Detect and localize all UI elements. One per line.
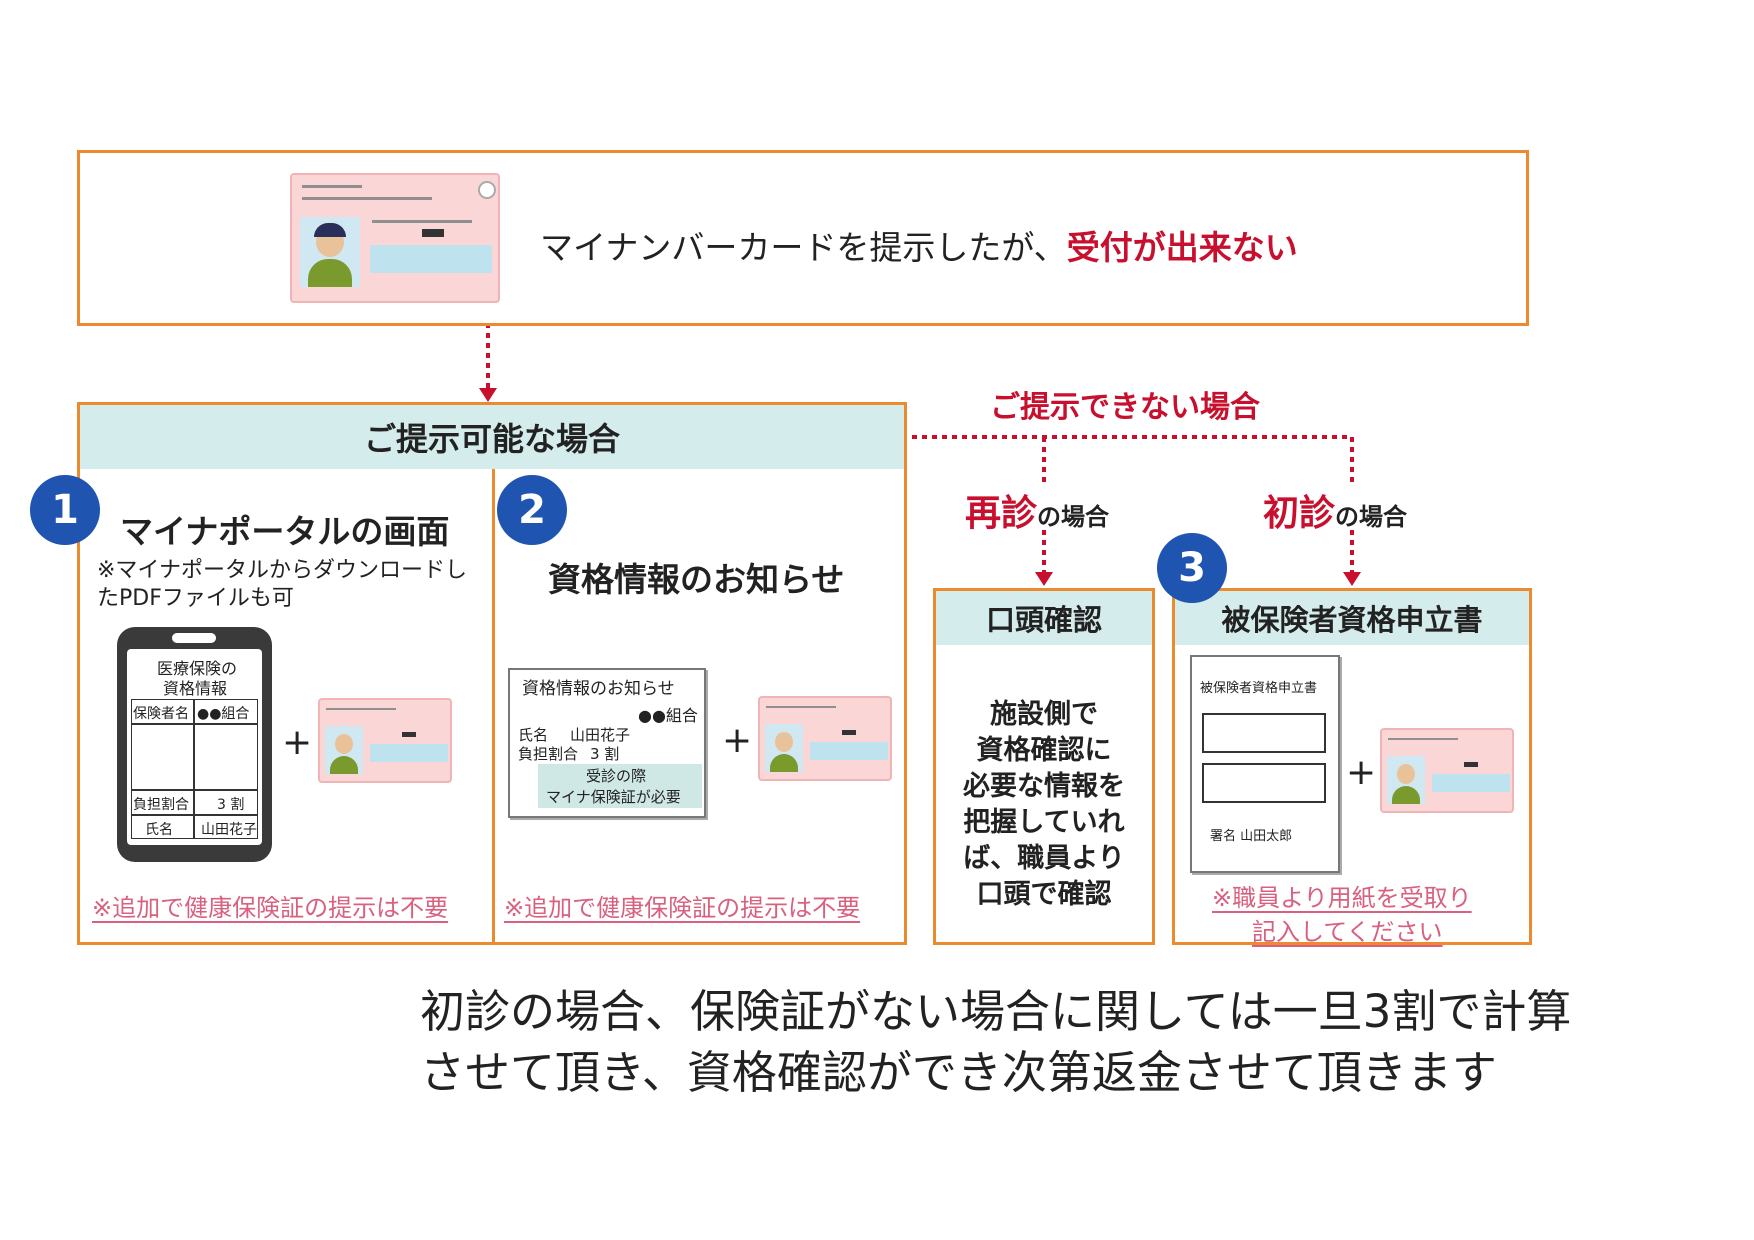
notice-doc-callout-line1: 受診の際 bbox=[586, 767, 647, 785]
first-visit-label-suffix: の場合 bbox=[1335, 503, 1408, 531]
can-present-header-text: ご提示可能な場合 bbox=[363, 420, 620, 458]
notice-doc-name-label: 氏名 bbox=[518, 726, 549, 744]
verbal-confirm-line: 把握していれ bbox=[963, 807, 1125, 838]
footer-line2: させて頂き、資格確認ができ次第返金させて頂きます bbox=[420, 1046, 1497, 1099]
phone-row3-label: 氏名 bbox=[145, 822, 173, 838]
verbal-confirm-line: 必要な情報を bbox=[963, 771, 1125, 802]
option1-subtitle-line2: たPDFファイルも可 bbox=[97, 586, 294, 611]
verbal-confirm-line: 口頭で確認 bbox=[976, 879, 1112, 910]
eligibility-form-header: 被保険者資格申立書 bbox=[1172, 588, 1532, 648]
notice-doc-callout-line2: マイナ保険証が必要 bbox=[546, 788, 681, 806]
footer-line1: 初診の場合、保険証がない場合に関しては一旦3割で計算 bbox=[420, 985, 1572, 1038]
option3-number-badge: 3 bbox=[1157, 533, 1227, 603]
my-number-card-illustration bbox=[290, 173, 500, 303]
option2-plus: + bbox=[722, 720, 753, 761]
option1-subtitle-line1: ※マイナポータルからダウンロードし bbox=[97, 558, 467, 583]
verbal-confirm-line: 資格確認に bbox=[976, 735, 1112, 766]
revisit-label-strong: 再診 bbox=[965, 493, 1038, 534]
revisit-label: 再診の場合 bbox=[965, 484, 1109, 536]
verbal-confirm-line: ば、職員より bbox=[963, 843, 1125, 874]
notice-document-illustration: 資格情報のお知らせ ●●組合 氏名 山田花子 負担割合 3 割 受診の際 マイナ… bbox=[508, 668, 706, 818]
eligibility-form-illustration: 被保険者資格申立書 署名 山田太郎 bbox=[1190, 655, 1340, 873]
top-status-box: マイナンバーカードを提示したが、受付が出来ない bbox=[77, 150, 1529, 326]
phone-row3-value: 山田花子 bbox=[201, 822, 257, 838]
option2-number-badge: 2 bbox=[497, 475, 567, 545]
option3-card-illustration bbox=[1380, 728, 1514, 813]
can-present-header: ご提示可能な場合 bbox=[77, 402, 907, 472]
first-visit-label: 初診の場合 bbox=[1263, 484, 1407, 536]
eligibility-form-header-text: 被保険者資格申立書 bbox=[1221, 603, 1483, 637]
top-status-text: マイナンバーカードを提示したが、受付が出来ない bbox=[540, 221, 1298, 269]
form-signature: 署名 山田太郎 bbox=[1210, 829, 1293, 844]
top-status-prefix: マイナンバーカードを提示したが、 bbox=[540, 228, 1067, 267]
verbal-confirm-body: 施設側で 資格確認に 必要な情報を 把握していれ ば、職員より 口頭で確認 bbox=[936, 697, 1152, 913]
first-visit-label-strong: 初診 bbox=[1263, 493, 1336, 534]
notice-doc-ratio-value: 3 割 bbox=[590, 745, 620, 763]
option1-number-badge: 1 bbox=[30, 475, 100, 545]
option1-note: ※追加で健康保険証の提示は不要 bbox=[92, 894, 449, 922]
phone-title-line2: 資格情報 bbox=[163, 679, 228, 698]
verbal-confirm-line: 施設側で bbox=[990, 699, 1098, 730]
option3-note-line2: 記入してください bbox=[1252, 918, 1443, 946]
verbal-confirm-panel: 施設側で 資格確認に 必要な情報を 把握していれ ば、職員より 口頭で確認 bbox=[933, 645, 1155, 945]
notice-doc-ratio-label: 負担割合 bbox=[518, 745, 579, 763]
notice-doc-callout: 受診の際 マイナ保険証が必要 bbox=[538, 764, 702, 808]
cannot-present-label: ご提示できない場合 bbox=[990, 390, 1260, 425]
option2-note: ※追加で健康保険証の提示は不要 bbox=[504, 894, 861, 922]
phone-row2-label: 負担割合 bbox=[133, 797, 189, 813]
top-status-emphasis: 受付が出来ない bbox=[1066, 228, 1298, 267]
notice-doc-title: 資格情報のお知らせ bbox=[522, 679, 675, 699]
phone-row1-label: 保険者名 bbox=[133, 706, 189, 722]
notice-doc-name-value: 山田花子 bbox=[570, 726, 631, 744]
form-title: 被保険者資格申立書 bbox=[1200, 681, 1318, 696]
smartphone-illustration: 医療保険の 資格情報 保険者名 ●●組合 負担割合 3 割 氏名 山田花子 bbox=[117, 627, 272, 862]
verbal-confirm-header-text: 口頭確認 bbox=[985, 603, 1102, 637]
phone-title-line1: 医療保険の bbox=[157, 659, 238, 678]
option3-plus: + bbox=[1346, 752, 1377, 793]
verbal-confirm-header: 口頭確認 bbox=[933, 588, 1155, 648]
option1-title: マイナポータルの画面 bbox=[120, 512, 450, 551]
option2-title: 資格情報のお知らせ bbox=[548, 560, 845, 599]
option3-note-line1: ※職員より用紙を受取り bbox=[1212, 884, 1472, 912]
phone-row2-value: 3 割 bbox=[217, 797, 245, 813]
notice-doc-insurer: ●●組合 bbox=[638, 706, 698, 725]
revisit-label-suffix: の場合 bbox=[1037, 503, 1110, 531]
option1-card-illustration bbox=[318, 698, 452, 783]
phone-row1-value: ●●組合 bbox=[197, 706, 250, 722]
option2-card-illustration bbox=[758, 696, 892, 781]
option1-plus: + bbox=[282, 722, 313, 763]
